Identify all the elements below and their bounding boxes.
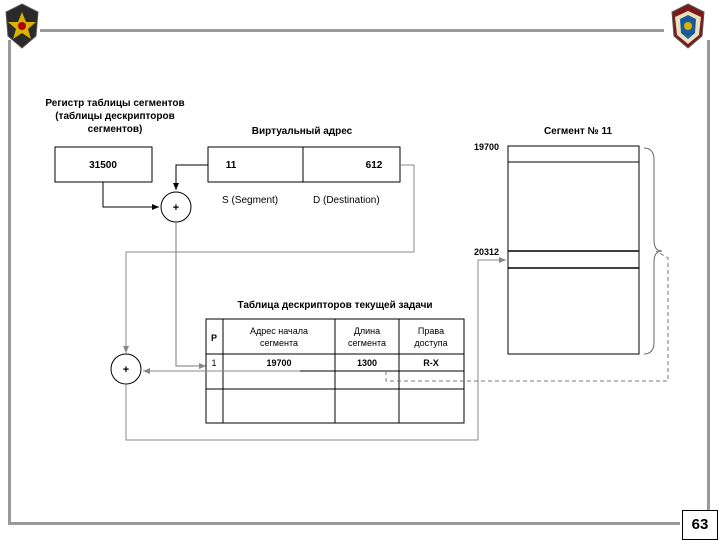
frame-right-border bbox=[707, 40, 710, 510]
adder-to-segment-line bbox=[125, 257, 506, 441]
left-emblem-icon bbox=[5, 3, 39, 49]
table-header-length-1: Длина bbox=[354, 326, 380, 336]
table-header-p: P bbox=[211, 333, 217, 343]
table-header-start-address-2: сегмента bbox=[260, 338, 298, 348]
segment-length-brace bbox=[643, 147, 663, 355]
adder-to-table-line bbox=[175, 222, 206, 369]
segment-target-address: 20312 bbox=[474, 247, 499, 257]
offset-field-label: D (Destination) bbox=[313, 195, 380, 206]
register-title-line-1: Регистр таблицы сегментов bbox=[45, 97, 184, 109]
table-cell-start-address: 19700 bbox=[266, 358, 291, 368]
segment-title: Сегмент № 11 bbox=[544, 126, 613, 137]
adder-top-symbol: + bbox=[173, 202, 179, 214]
segment-field-value: 11 bbox=[226, 160, 237, 171]
segment-field-label: S (Segment) bbox=[222, 195, 278, 206]
table-header-access-1: Права bbox=[418, 326, 444, 336]
register-title-line-3: сегментов) bbox=[88, 124, 143, 135]
segment-box bbox=[507, 145, 640, 355]
table-cell-access: R-X bbox=[423, 358, 439, 368]
adder-bottom-symbol: + bbox=[123, 364, 129, 376]
register-to-adder-line bbox=[102, 182, 159, 210]
table-header-start-address-1: Адрес начала bbox=[250, 326, 308, 336]
segment-start-address: 19700 bbox=[474, 142, 499, 152]
register-box bbox=[54, 146, 153, 183]
segment-to-adder-line bbox=[173, 164, 208, 190]
offset-field-value: 612 bbox=[366, 160, 383, 171]
frame-bottom-border bbox=[8, 522, 680, 525]
table-header-access-2: доступа bbox=[414, 338, 447, 348]
table-cell-length: 1300 bbox=[357, 358, 377, 368]
frame-top-border bbox=[40, 29, 664, 32]
offset-to-adder-line bbox=[123, 164, 415, 353]
register-title-line-2: (таблицы дескрипторов bbox=[55, 110, 175, 122]
register-value: 31500 bbox=[89, 160, 117, 171]
page-number: 63 bbox=[682, 510, 718, 540]
table-header-length-2: сегмента bbox=[348, 338, 386, 348]
table-cell-p: 1 bbox=[211, 358, 216, 368]
descriptor-table-title: Таблица дескрипторов текущей задачи bbox=[237, 299, 432, 311]
frame-left-border bbox=[8, 40, 11, 525]
right-emblem-icon bbox=[671, 3, 705, 49]
virtual-address-title: Виртуальный адрес bbox=[252, 126, 353, 137]
